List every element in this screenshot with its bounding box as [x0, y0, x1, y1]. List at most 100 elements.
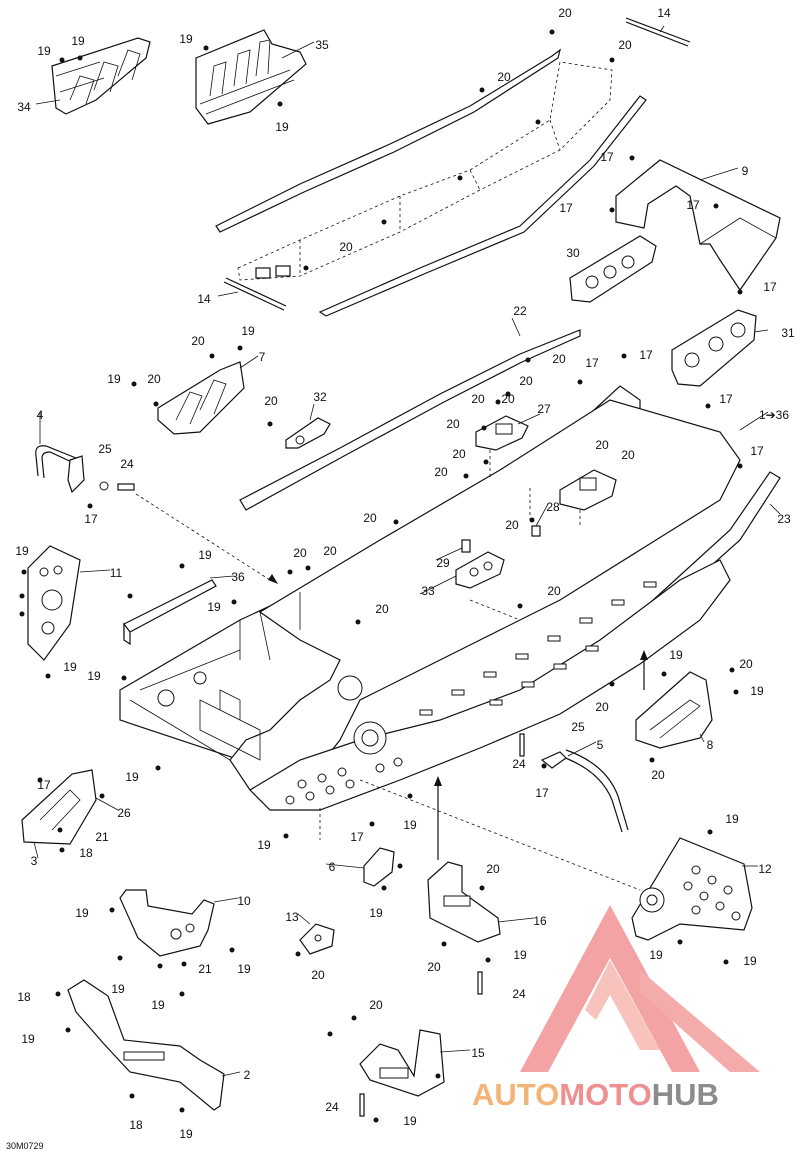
callout-label: 24	[512, 987, 526, 1001]
callout-label: 18	[129, 1118, 143, 1132]
callout-label: 17	[350, 830, 364, 844]
callout-label: 25	[98, 442, 112, 456]
callout-label: 19	[237, 962, 251, 976]
part-7-bracket	[157, 361, 245, 435]
callout-label: 30	[566, 246, 580, 260]
callout-label: 19	[63, 660, 77, 674]
callout-label: 17	[37, 778, 51, 792]
callout-label: 5	[597, 738, 604, 752]
fastener-dots	[19, 29, 743, 1123]
part-10-bracket	[119, 889, 215, 957]
callout-label: 20	[621, 448, 635, 462]
callout-label: 26	[117, 806, 131, 820]
callout-label: 19	[649, 948, 663, 962]
callout-label: 20	[293, 546, 307, 560]
callout-label: 19	[21, 1032, 35, 1046]
callout-label: 19	[207, 600, 221, 614]
watermark-part-moto: MOTO	[559, 1077, 652, 1112]
callout-label: 27	[537, 402, 551, 416]
callout-label: 19	[111, 982, 125, 996]
part-3-bracket	[21, 769, 97, 845]
callout-label: 19	[198, 548, 212, 562]
part-29-bolt	[461, 539, 471, 553]
callout-label: 19	[241, 324, 255, 338]
part-31-plate	[671, 309, 757, 387]
watermark-wordmark: AUTOMOTOHUB	[472, 1077, 719, 1113]
callout-label: 17	[763, 280, 777, 294]
callout-label: 25	[571, 720, 585, 734]
watermark-logo-triangle	[520, 905, 760, 1072]
callout-label: 17	[600, 150, 614, 164]
part-16-bracket	[427, 861, 501, 943]
part-32-plate	[285, 417, 331, 449]
callout-label: 20	[323, 544, 337, 558]
callout-label: 20	[363, 511, 377, 525]
callout-label: 19	[725, 812, 739, 826]
part-13-bracket	[299, 923, 335, 955]
callout-label: 20	[552, 352, 566, 366]
callout-label: 20	[471, 392, 485, 406]
part-6-bracket	[363, 847, 395, 887]
callout-label: 17	[84, 512, 98, 526]
callout-label: 17	[719, 392, 733, 406]
callout-label: 20	[558, 6, 572, 20]
drawing-code: 30M0729	[6, 1141, 44, 1151]
main-chassis-body	[119, 385, 741, 811]
part-8-bracket	[635, 671, 713, 749]
callout-label: 2	[244, 1068, 251, 1082]
callout-label: 19	[257, 838, 271, 852]
part-2-bar	[67, 979, 225, 1111]
callout-label: 17	[750, 444, 764, 458]
callout-label: 19	[71, 34, 85, 48]
callout-label: 20	[651, 768, 665, 782]
callout-label: 17	[639, 348, 653, 362]
leader-lines	[33, 25, 781, 1077]
callout-label: 19	[87, 669, 101, 683]
callout-label: 14	[657, 6, 671, 20]
callout-label: 9	[742, 164, 749, 178]
part-36-bar	[123, 579, 217, 646]
callout-label: 19	[403, 1114, 417, 1128]
callout-label: 20	[501, 392, 515, 406]
callout-label: 19	[179, 32, 193, 46]
part-15-bracket	[359, 1029, 445, 1097]
callout-label: 17	[535, 786, 549, 800]
part-12-plate	[631, 837, 753, 941]
part-5-rod	[540, 749, 629, 833]
watermark-part-hub: HUB	[651, 1077, 719, 1112]
callout-label: 19	[75, 906, 89, 920]
callout-label: 20	[427, 960, 441, 974]
callout-label: 17	[585, 356, 599, 370]
callout-label: 19	[750, 684, 764, 698]
callout-label: 15	[471, 1046, 485, 1060]
callout-label: 24	[512, 757, 526, 771]
callout-label: 20	[434, 465, 448, 479]
part-30-plate	[569, 235, 657, 303]
callout-label: 14	[197, 292, 211, 306]
callout-label: 20	[369, 998, 383, 1012]
alignment-lines	[135, 450, 648, 891]
callout-label: 20	[497, 70, 511, 84]
callout-label: 19	[369, 906, 383, 920]
part-28-bolt	[531, 525, 541, 537]
callout-label: 20	[191, 334, 205, 348]
callout-label: 19	[669, 648, 683, 662]
callout-label: 16	[533, 914, 547, 928]
callout-label: 33	[421, 584, 435, 598]
callout-label: 20	[595, 700, 609, 714]
callout-label: 28	[546, 500, 560, 514]
callout-label: 21	[198, 962, 212, 976]
callout-label: 20	[339, 240, 353, 254]
callout-label: 1➔36	[759, 408, 789, 422]
callout-label: 20	[375, 602, 389, 616]
part-33-plate	[455, 551, 505, 589]
callout-label: 10	[237, 894, 251, 908]
callout-label: 19	[151, 998, 165, 1012]
callout-label: 19	[15, 544, 29, 558]
callout-label: 22	[513, 304, 527, 318]
callout-label: 20	[452, 447, 466, 461]
callout-label: 31	[781, 326, 795, 340]
hardware-25-24-upper	[99, 481, 135, 491]
